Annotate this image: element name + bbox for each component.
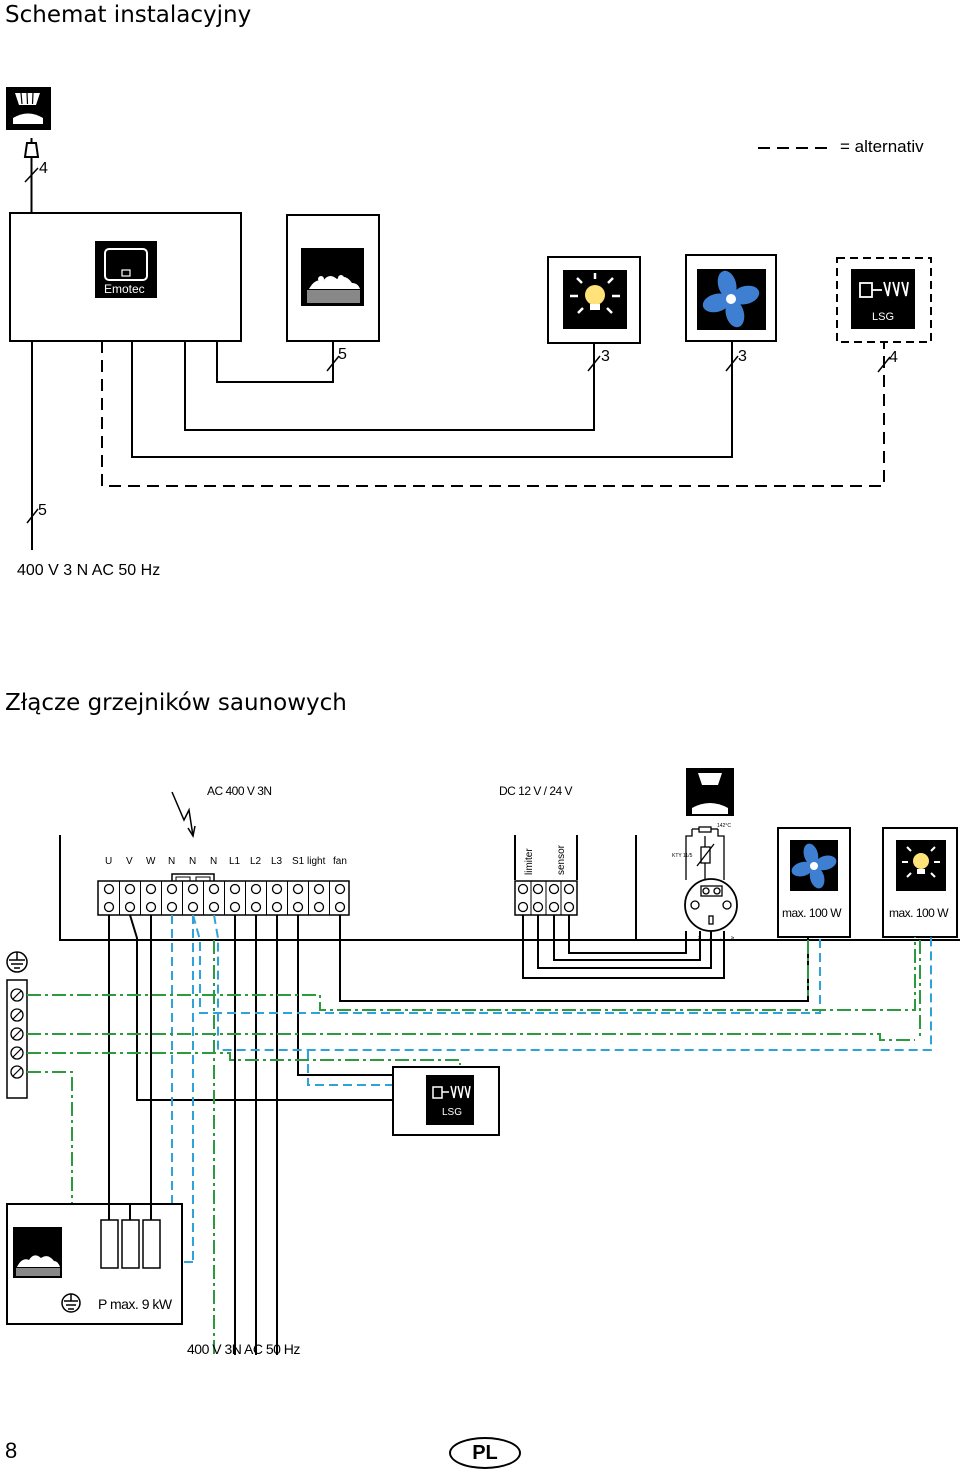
fan-max-power: max. 100 W [782,906,842,920]
controller-label: Emotec [104,282,145,296]
cable-count-heater: 5 [338,346,347,363]
heater-connection-diagram [6,768,960,1355]
terminal-light: light [307,856,326,867]
sensor-wire-1: w [697,936,703,940]
section-title: Złącze grzejników saunowych [5,690,347,716]
fan-icon [697,269,766,330]
ac-label: AC 400 V 3N [207,784,272,798]
supply-label-2: 400 V 3N AC 50 Hz [187,1341,300,1357]
terminal-limiter: limiter [524,848,535,875]
heater-power: P max. 9 kW [98,1296,172,1312]
terminal-s1: S1 [292,856,305,867]
dc-label: DC 12 V / 24 V [499,784,573,798]
terminal-w: W [146,856,156,867]
ac-terminal-block [97,873,350,916]
pe-terminal-bar [6,979,28,1099]
lsg-label: LSG [872,311,895,323]
terminal-l1: L1 [229,856,241,867]
lsg-relay-icon [851,269,915,329]
light-icon-2 [896,840,946,891]
installation-diagram [6,87,932,550]
sauna-heater-icon [301,248,364,306]
lsg-relay-icon-2 [426,1075,474,1125]
cable-count-fan: 3 [738,348,747,365]
lsg-label-2: LSG [442,1107,463,1118]
sensor-model: KTY 11/5 [672,853,693,859]
dc-terminal-block [514,880,578,916]
terminal-u: U [105,856,113,867]
terminal-l2: L2 [250,856,262,867]
terminal-v: V [126,856,133,867]
ground-symbol-2 [61,1293,81,1313]
cable-count-light: 3 [601,348,610,365]
light-icon [563,270,627,329]
cable-count-lsg: 4 [889,349,898,366]
sensor-wire-4: w [730,936,736,940]
terminal-n3: N [210,856,218,867]
temperature-sensor [684,826,738,932]
controller-icon [95,241,157,298]
cable-count-sensor: 4 [39,160,48,177]
language-badge: PL [449,1437,521,1469]
terminal-sensor: sensor [556,844,567,875]
sensor-temperature: 142°C [717,823,731,829]
light-max-power: max. 100 W [889,906,949,920]
heating-elements [100,1219,161,1269]
terminal-fan: fan [333,856,347,867]
fan-icon-2 [790,840,838,891]
ground-symbol [6,951,28,973]
sensor-wire-2: r [708,938,714,940]
sensor-wire-3: r [719,938,725,940]
terminal-n1: N [168,856,176,867]
page-title: Schemat instalacyjny [5,2,252,28]
terminal-l3: L3 [271,856,283,867]
legend-alternative: = alternativ [840,137,924,156]
sauna-sensor-icon [6,87,51,130]
supply-label: 400 V 3 N AC 50 Hz [17,562,161,579]
heater-icon-2 [13,1227,62,1278]
cable-count-supply: 5 [38,502,47,519]
terminal-n2: N [189,856,197,867]
page-number: 8 [5,1438,18,1463]
sensor-icon [686,768,734,816]
